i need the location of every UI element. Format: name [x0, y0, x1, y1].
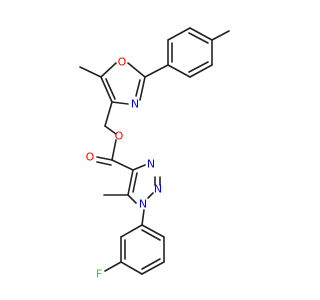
bond-tolyl-oxazole — [144, 64, 169, 78]
bond-tolyl-ring — [188, 61, 209, 73]
bond-fluorophenyl-ring — [120, 261, 143, 275]
oxazole-nitrogen-label: N — [131, 98, 139, 111]
bond-oxazole-ring — [127, 62, 146, 78]
bond-fluorophenyl-ring — [120, 224, 143, 238]
bond-carbonyl — [96, 156, 113, 161]
bond-oxazole-ring — [105, 78, 116, 100]
bond-c-f — [104, 261, 122, 272]
bond-oxazole-ring — [111, 101, 129, 105]
bond-fluorophenyl-ring — [141, 224, 165, 238]
bond-ch2-o — [104, 125, 117, 135]
molecule-structure-diagram: O N O O N N N F — [79, 27, 230, 281]
bond-triazole-aryl — [141, 209, 145, 226]
triazole-n2-label: N — [154, 183, 162, 196]
bond-triazole-ring — [132, 172, 138, 193]
bond-fluorophenyl-ring — [141, 258, 161, 270]
bond-oxazole-methyl — [79, 66, 102, 78]
bond-fluorophenyl-ring — [141, 261, 165, 275]
bond-triazole-ring — [132, 164, 146, 171]
triazole-n3-label: N — [147, 158, 155, 171]
bond-tolyl-ring — [189, 27, 213, 41]
bond-ester — [111, 139, 117, 161]
bond-carbonyl-triazole — [111, 159, 134, 171]
fluorine-label: F — [96, 268, 102, 281]
bond-carbonyl — [96, 161, 112, 166]
bond-oxazole-ring — [100, 76, 113, 103]
carbonyl-oxygen-label: O — [86, 151, 95, 164]
triazole-n1-label: N — [139, 198, 147, 211]
bond-tolyl-ring — [189, 64, 213, 78]
bond-tolyl-ring — [188, 32, 209, 44]
bond-oxazole-ring — [135, 79, 141, 97]
atom-labels: O N O O N N N F — [86, 56, 162, 281]
bond-triazole-ring — [127, 194, 137, 204]
oxazole-oxygen-label: O — [118, 56, 127, 69]
bond-fluorophenyl-ring — [141, 229, 161, 241]
bond-oxazole-ring — [100, 62, 117, 78]
bonds — [79, 27, 230, 275]
bond-triazole-ring — [147, 192, 154, 199]
bond-tolyl-ring — [167, 27, 191, 41]
bond-tolyl-methyl — [211, 30, 230, 41]
bond-triazole-ring — [127, 169, 134, 196]
ester-oxygen-label: O — [115, 130, 124, 143]
bond-ch2 — [104, 101, 113, 127]
bond-oxazole-ring — [139, 76, 146, 101]
bond-tolyl-ring — [167, 64, 191, 78]
